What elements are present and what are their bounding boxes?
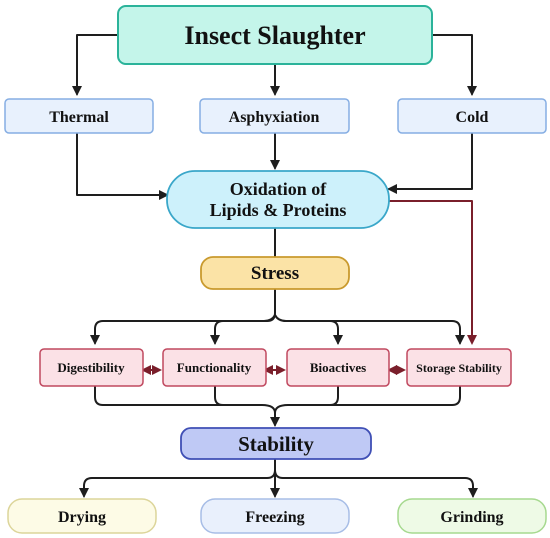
node-functionality: Functionality xyxy=(162,348,267,387)
node-asphyxiation-label: Asphyxiation xyxy=(229,109,320,126)
arrow-thermal-oxidation xyxy=(76,132,169,200)
arrow-oxidation-storage xyxy=(389,200,477,345)
arrow-title-cold xyxy=(431,34,477,96)
node-stress: Stress xyxy=(200,256,350,290)
connectors xyxy=(72,34,478,498)
node-oxidation: Oxidation of Lipids & Proteins xyxy=(166,170,390,229)
node-oxidation-label-line1: Oxidation of xyxy=(230,179,328,199)
merge-bioactives xyxy=(329,385,339,406)
merge-storage xyxy=(274,385,461,414)
node-drying: Drying xyxy=(7,498,157,534)
node-oxidation-label-line2: Lipids & Proteins xyxy=(210,200,347,220)
node-bioactives-label: Bioactives xyxy=(310,360,366,375)
node-thermal-label: Thermal xyxy=(49,109,109,126)
node-freezing-label: Freezing xyxy=(245,509,304,526)
node-insect-slaughter-label: Insect Slaughter xyxy=(184,21,365,50)
merge-digestibility xyxy=(94,385,276,414)
node-digestibility-label: Digestibility xyxy=(57,360,125,375)
node-bioactives: Bioactives xyxy=(286,348,390,387)
arrow-stress-digestibility xyxy=(90,288,276,345)
node-storage-stability: Storage Stability xyxy=(406,348,512,387)
node-functionality-label: Functionality xyxy=(177,360,252,375)
node-grinding-label: Grinding xyxy=(440,509,503,526)
arrow-stress-functionality xyxy=(210,314,276,345)
arrow-stress-bioactives xyxy=(274,314,343,345)
node-storage-stability-label: Storage Stability xyxy=(416,361,502,375)
node-insect-slaughter: Insect Slaughter xyxy=(117,5,433,65)
node-stress-label: Stress xyxy=(251,263,299,284)
node-stability-label: Stability xyxy=(238,432,314,456)
node-grinding: Grinding xyxy=(397,498,547,534)
node-asphyxiation: Asphyxiation xyxy=(199,98,350,134)
arrow-stability-drying xyxy=(79,458,276,498)
arrow-title-thermal xyxy=(72,34,119,96)
arrow-stability-grinding xyxy=(274,469,478,498)
node-freezing: Freezing xyxy=(200,498,350,534)
arrow-stress-storage xyxy=(285,320,465,345)
arrow-cold-oxidation xyxy=(387,132,473,194)
node-cold-label: Cold xyxy=(456,109,489,126)
node-cold: Cold xyxy=(397,98,547,134)
node-stability: Stability xyxy=(180,427,372,460)
merge-functionality xyxy=(214,385,224,406)
node-thermal: Thermal xyxy=(4,98,154,134)
node-drying-label: Drying xyxy=(58,509,106,526)
node-digestibility: Digestibility xyxy=(39,348,144,387)
